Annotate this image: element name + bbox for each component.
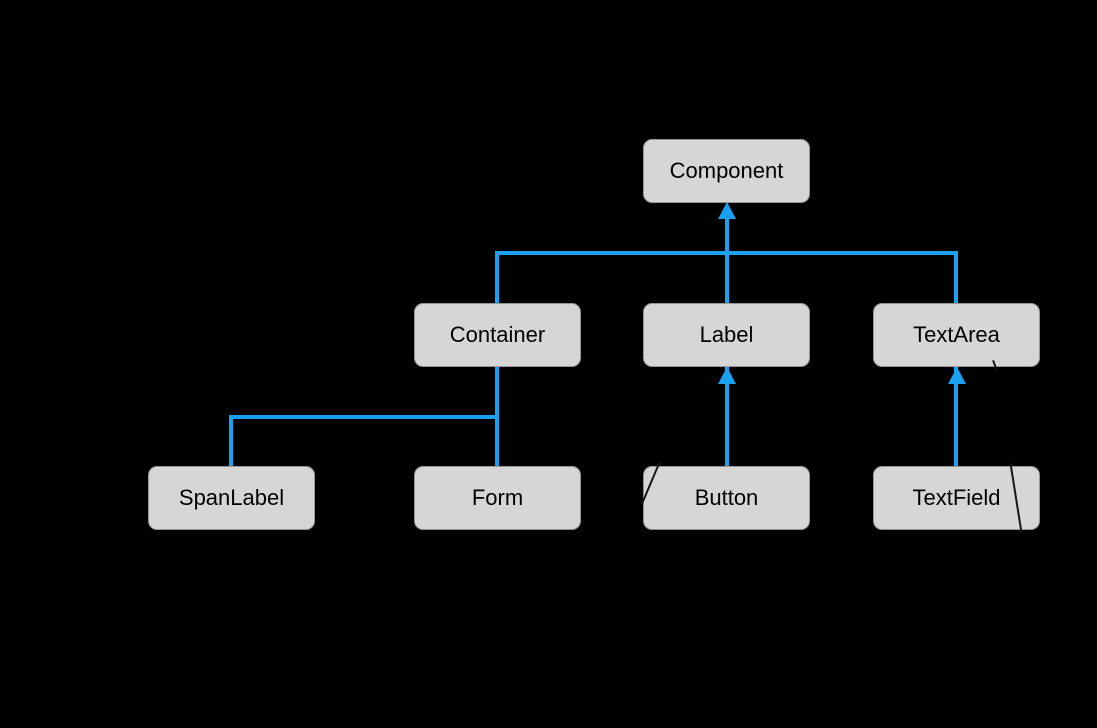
arrowhead-to-textarea xyxy=(948,367,966,384)
node-spanlabel: SpanLabel xyxy=(148,466,315,530)
edge-lower-bus xyxy=(229,415,499,419)
node-container: Container xyxy=(414,303,581,367)
node-label: Label xyxy=(643,303,810,367)
edge-spanlabel-riser xyxy=(229,417,233,466)
node-component: Component xyxy=(643,139,810,203)
arrowhead-to-label xyxy=(718,367,736,384)
node-button: Button xyxy=(643,466,810,530)
arrowhead-to-component xyxy=(718,202,736,219)
node-textarea: TextArea xyxy=(873,303,1040,367)
node-form: Form xyxy=(414,466,581,530)
